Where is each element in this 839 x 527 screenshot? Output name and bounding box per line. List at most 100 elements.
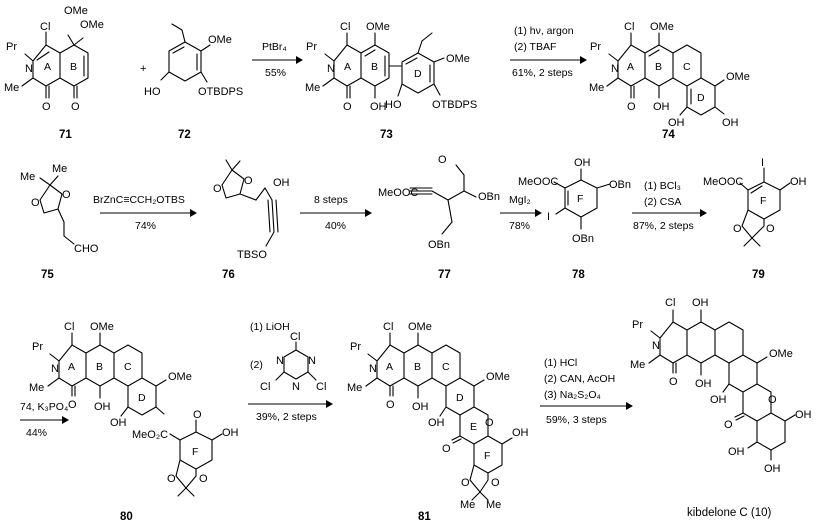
atom-meooc: MeOOC <box>518 176 558 188</box>
atom-ome: OMe <box>446 53 470 65</box>
yield-label: 61%, 2 steps <box>512 67 573 79</box>
atom-oh: OH <box>695 378 712 390</box>
ring-label: F <box>577 193 583 205</box>
atom-oh: OH <box>790 176 807 188</box>
reagent-label: 8 steps <box>314 194 348 206</box>
atom-ome: OMe <box>486 371 510 383</box>
atom-pr: Pr <box>590 41 601 53</box>
reaction-arrow-4: 8 steps 40% <box>300 194 372 232</box>
ring-label: C <box>442 361 450 373</box>
reagent-label: PtBr₄ <box>262 41 287 53</box>
atom-cl: Cl <box>316 381 326 393</box>
atom-n: N <box>25 63 33 75</box>
atom-pr: Pr <box>306 41 317 53</box>
ring-label: F <box>192 446 198 458</box>
atom-n: N <box>292 381 300 393</box>
atom-ome: OMe <box>726 71 750 83</box>
atom-ome: OMe <box>408 321 432 333</box>
atom-oh: OH <box>512 427 529 439</box>
compound-73: Cl OMe OMe Pr N Me O OH HO OTBDPS A B D … <box>305 21 477 141</box>
compound-76: O O OH TBSO 76 <box>213 159 290 281</box>
reagent-label: 74, K₃PO₄ <box>20 401 68 413</box>
atom-o: O <box>733 223 742 235</box>
compound-72: OMe HO OTBDPS 72 <box>144 23 243 141</box>
atom-oh: OH <box>668 117 685 129</box>
compound-number: 72 <box>178 129 191 141</box>
reagent-label: (1) hν, argon <box>514 25 574 37</box>
atom-o: O <box>724 419 733 431</box>
reagent-label: (2) CSA <box>644 196 681 208</box>
compound-number: 81 <box>418 511 431 523</box>
compound-number: 77 <box>438 269 451 281</box>
atom-o: O <box>244 175 253 187</box>
atom-ho: HO <box>144 86 161 98</box>
yield-label: 40% <box>325 220 346 232</box>
atom-cl: Cl <box>290 331 300 343</box>
atom-me: Me <box>347 382 362 394</box>
atom-me: Me <box>630 359 645 371</box>
atom-o: O <box>766 223 775 235</box>
ring-label: D <box>456 392 464 404</box>
atom-meo2c: MeO₂C <box>132 429 168 441</box>
atom-o: O <box>438 154 447 166</box>
yield-label: 59%, 3 steps <box>546 414 607 426</box>
atom-cl: Cl <box>383 321 393 333</box>
atom-cho: CHO <box>74 243 99 255</box>
atom-oh: OH <box>273 177 290 189</box>
compound-number: 80 <box>120 511 133 523</box>
yield-label: 55% <box>265 67 286 79</box>
reaction-arrow-9: (1) HCl (2) CAN, AcOH (3) Na₂S₂O₄ 59%, 3… <box>540 357 633 426</box>
ring-label: B <box>414 361 421 373</box>
atom-oh: OH <box>653 101 670 113</box>
atom-oh: OH <box>728 446 745 458</box>
atom-cl: Cl <box>40 21 50 33</box>
ring-label: B <box>70 61 77 73</box>
atom-o: O <box>62 189 71 201</box>
atom-pr: Pr <box>350 341 361 353</box>
reaction-arrow-1: PtBr₄ 55% <box>252 41 303 79</box>
atom-me: Me <box>52 163 67 175</box>
yield-label: 39%, 2 steps <box>256 411 317 423</box>
atom-i: I <box>547 211 550 223</box>
atom-i: I <box>761 157 764 169</box>
atom-obn: OBn <box>428 239 450 251</box>
atom-oh: OH <box>222 427 239 439</box>
reaction-arrow-6: (1) BCl₃ (2) CSA 87%, 2 steps <box>632 180 707 232</box>
ring-label: A <box>68 361 75 373</box>
atom-obn: OBn <box>478 191 500 203</box>
compound-81: Cl OMe OMe Pr N Me O OH OH O OH O O O Me… <box>347 321 529 523</box>
ring-label: B <box>371 61 378 73</box>
atom-n: N <box>652 340 660 352</box>
atom-o: O <box>193 409 202 421</box>
atom-oh: OH <box>412 401 429 413</box>
atom-ho: HO <box>385 99 402 111</box>
ring-label: F <box>484 450 490 462</box>
atom-o: O <box>167 473 176 485</box>
ring-label: D <box>414 68 422 80</box>
atom-oh: OH <box>94 401 111 413</box>
reagent-label: (2) <box>250 359 263 371</box>
reagent-label: BrZnC≡CCH₂OTBS <box>93 194 185 206</box>
ring-label: B <box>655 61 662 73</box>
compound-number: 74 <box>662 129 675 141</box>
ring-label: A <box>386 361 393 373</box>
atom-o: O <box>485 417 494 429</box>
atom-o: O <box>199 473 208 485</box>
atom-cl: Cl <box>260 381 270 393</box>
atom-o: O <box>491 477 500 489</box>
ring-label: B <box>96 361 103 373</box>
yield-label: 74% <box>135 220 156 232</box>
atom-cl: Cl <box>64 321 74 333</box>
atom-o: O <box>31 197 40 209</box>
atom-ome: OMe <box>168 371 192 383</box>
atom-pr: Pr <box>32 341 43 353</box>
ring-label: D <box>138 392 146 404</box>
reagent-label: (1) LiOH <box>250 321 290 333</box>
atom-obn: OBn <box>572 233 594 245</box>
atom-o: O <box>768 394 777 406</box>
ring-label: E <box>470 421 477 433</box>
atom-ome: OMe <box>366 21 390 33</box>
atom-meooc: MeOOC <box>378 187 418 199</box>
reagent-label: (3) Na₂S₂O₄ <box>544 389 601 401</box>
atom-otbdps: OTBDPS <box>432 99 477 111</box>
